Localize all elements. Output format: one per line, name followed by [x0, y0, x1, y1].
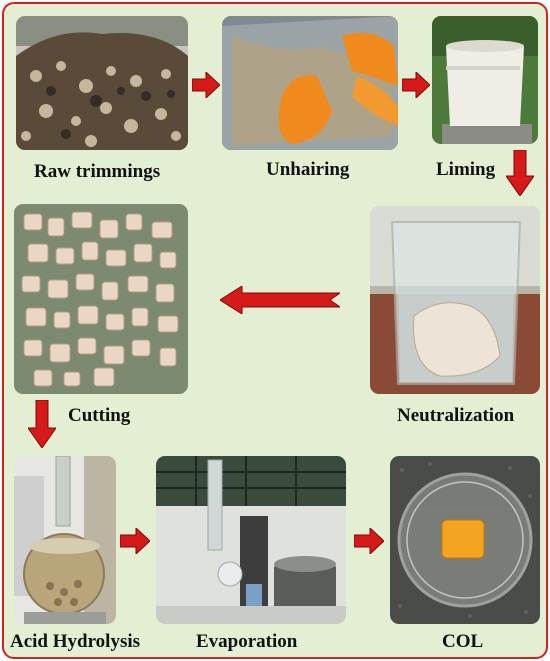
raw-trimmings-photo [16, 16, 188, 150]
arrow-right-icon [120, 528, 150, 554]
cutting-label: Cutting [68, 405, 131, 426]
cutting-photo [14, 204, 188, 394]
arrow-right-icon [192, 72, 220, 98]
raw-trimmings-label: Raw trimmings [34, 161, 161, 182]
unhairing-label: Unhairing [266, 159, 350, 180]
acid-hydrolysis-photo [14, 456, 116, 624]
arrow-left-icon [220, 286, 340, 314]
col-label: COL [442, 631, 484, 652]
arrow-down-icon [28, 400, 56, 448]
arrow-right-icon [354, 528, 384, 554]
evaporation-label: Evaporation [196, 631, 298, 652]
neutralization-label: Neutralization [397, 405, 515, 426]
liming-photo [432, 16, 538, 144]
neutralization-photo [370, 206, 540, 394]
evaporation-photo [156, 456, 346, 624]
unhairing-photo [222, 16, 398, 150]
liming-label: Liming [436, 159, 496, 180]
arrow-right-icon [402, 72, 430, 98]
arrow-down-icon [506, 150, 534, 196]
acid-hydrolysis-label: Acid Hydrolysis [10, 631, 141, 652]
col-photo [390, 456, 540, 624]
